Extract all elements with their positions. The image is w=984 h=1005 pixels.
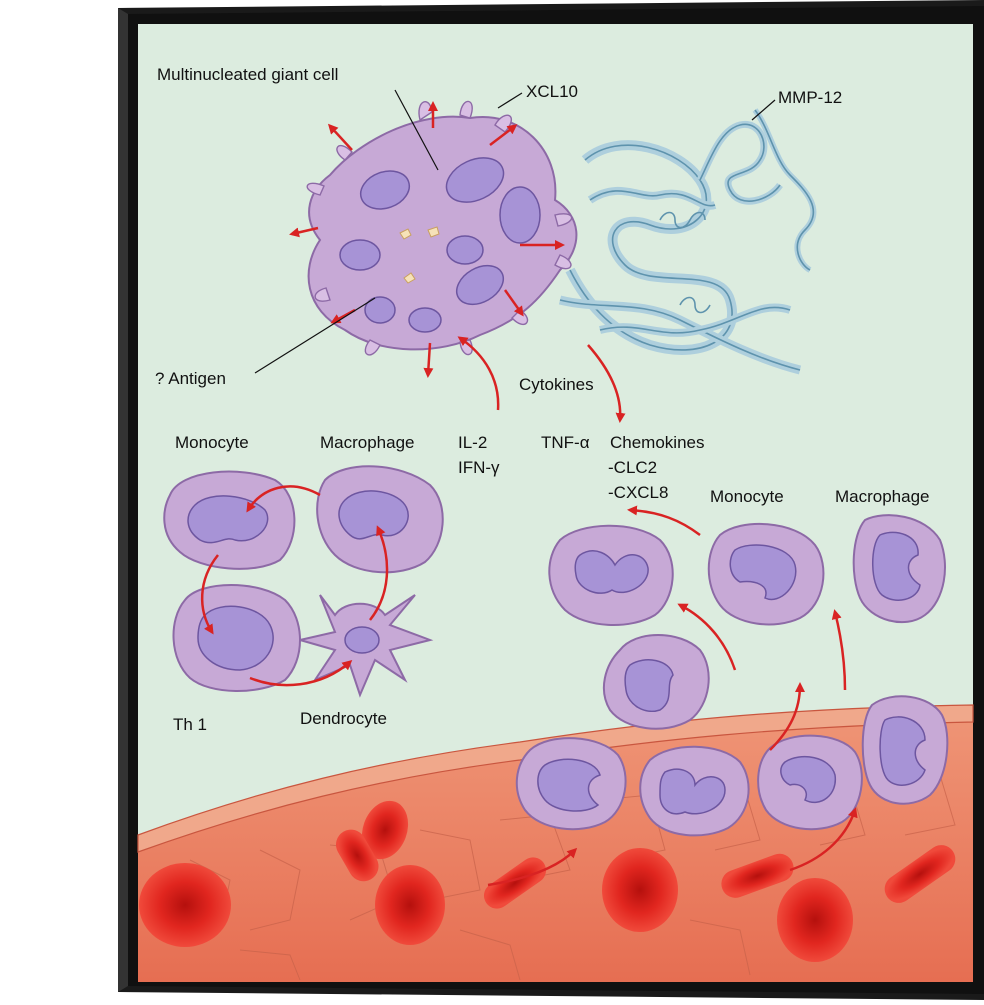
label-macrophage-left: Macrophage: [320, 433, 415, 452]
label-chemokines: Chemokines: [610, 433, 705, 452]
monocyte-migrating-cell: [602, 634, 710, 730]
rolling-cell-1: [515, 737, 627, 831]
label-cytokines: Cytokines: [519, 375, 594, 394]
dendrocyte-cell: [299, 594, 434, 698]
rolling-cell-3: [757, 734, 863, 831]
label-cxcl8: -CXCL8: [608, 483, 668, 502]
mmp12-protein: [558, 108, 817, 375]
label-th1: Th 1: [173, 715, 207, 734]
label-monocyte-left: Monocyte: [175, 433, 249, 452]
cycle-arrows: [201, 485, 389, 687]
label-clc2: -CLC2: [608, 458, 657, 477]
leader-lines: [254, 89, 776, 374]
label-monocyte-right: Monocyte: [710, 487, 784, 506]
text-labels: Multinucleated giant cell XCL10 MMP-12 ?…: [155, 65, 930, 734]
label-macrophage-right: Macrophage: [835, 487, 930, 506]
label-ifn-gamma: IFN-γ: [458, 458, 500, 477]
label-tnf-alpha: TNF-α: [541, 433, 590, 452]
picture-area: Multinucleated giant cell XCL10 MMP-12 ?…: [137, 24, 974, 982]
label-giant-cell: Multinucleated giant cell: [157, 65, 338, 84]
monocyte-right-cell: [707, 522, 825, 626]
label-xcl10: XCL10: [526, 82, 578, 101]
right-cell-migration: [487, 505, 949, 887]
multinucleated-giant-cell: [306, 100, 578, 356]
macrophage-upper-left: [548, 524, 674, 627]
antigen-particles: [399, 226, 440, 284]
label-il2: IL-2: [458, 433, 487, 452]
th1-cell: [172, 584, 301, 692]
cytokine-arrows: [457, 336, 626, 423]
migration-arrows: [487, 505, 858, 887]
giant-cell-secretion-arrows: [289, 101, 565, 378]
rolling-cell-4: [861, 695, 949, 805]
label-mmp12: MMP-12: [778, 88, 842, 107]
nuclei: [339, 157, 541, 333]
macrophage-left-cell: [316, 465, 444, 574]
left-cell-cycle: [163, 465, 444, 698]
macrophage-right-cell: [852, 514, 946, 624]
red-blood-cells: [139, 800, 956, 962]
label-antigen: ? Antigen: [155, 369, 226, 388]
monocyte-left-cell: [163, 470, 296, 570]
rolling-cell-2: [639, 745, 750, 837]
label-dendrocyte: Dendrocyte: [300, 709, 387, 728]
